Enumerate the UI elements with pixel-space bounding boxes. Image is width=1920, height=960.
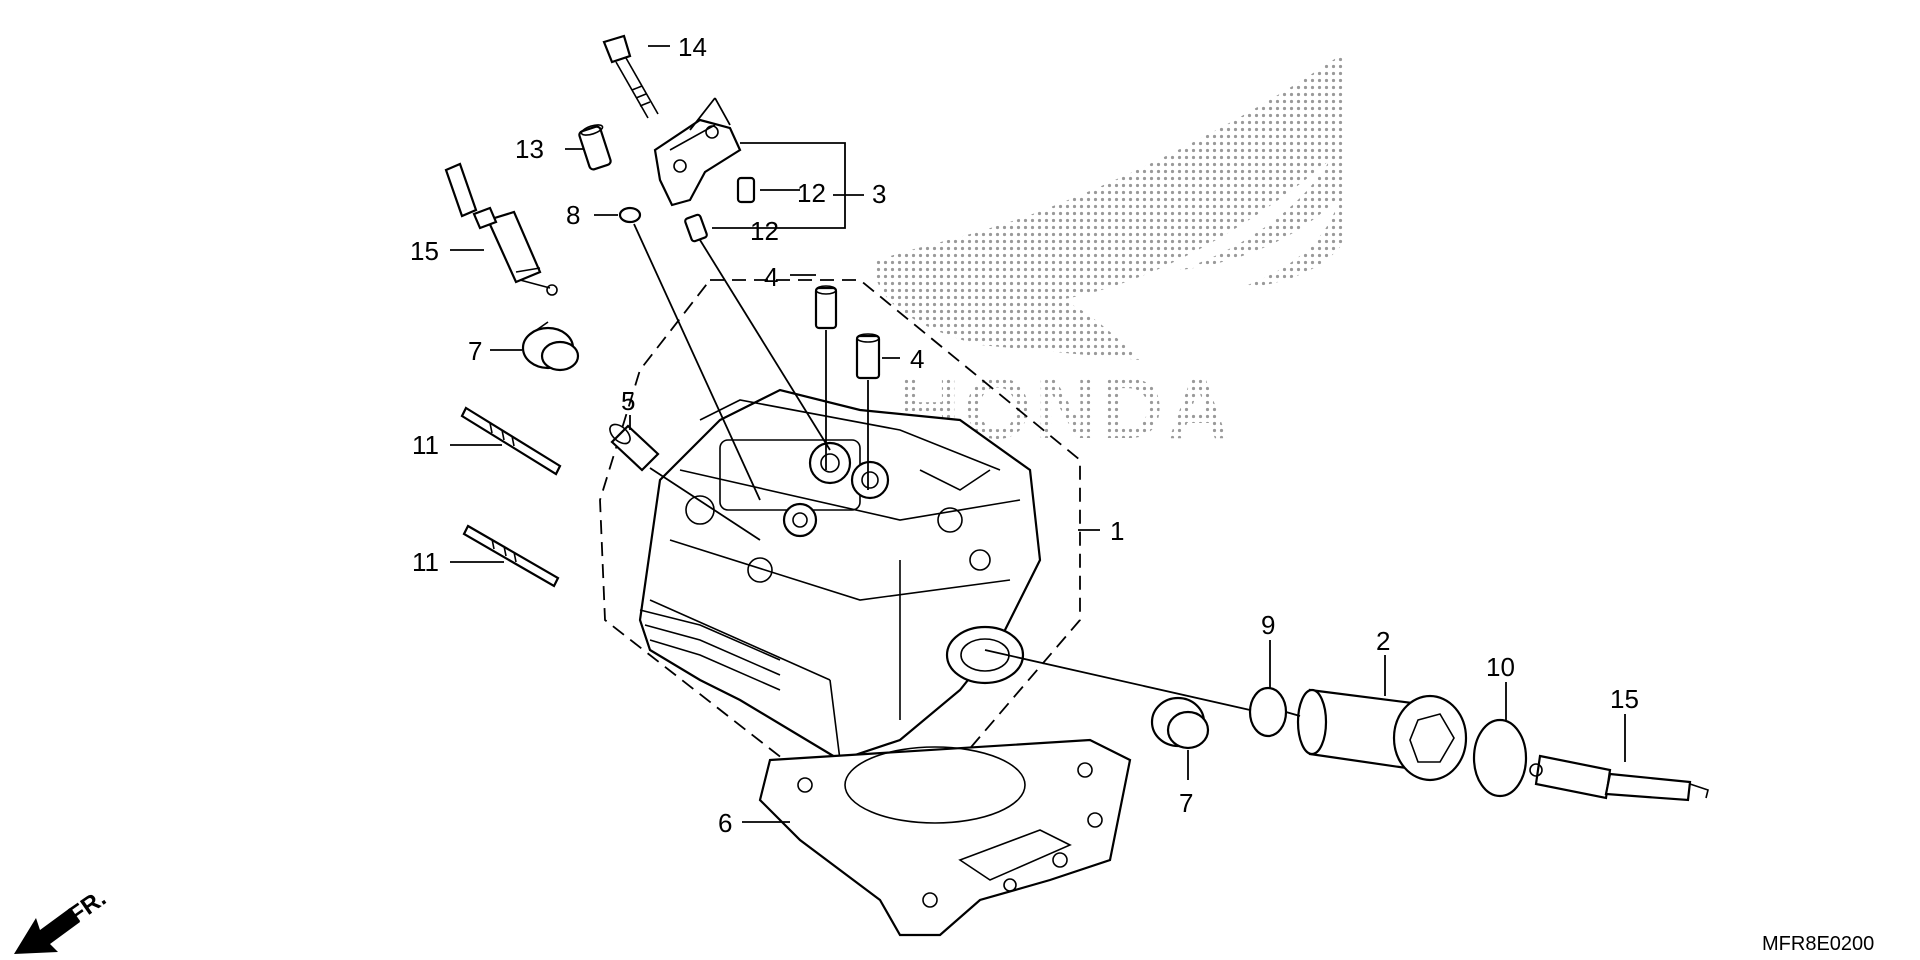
spark-plug-left (444, 162, 558, 296)
o-ring-8 (618, 206, 642, 224)
head-gasket (758, 738, 1132, 937)
dowel-12a (736, 176, 756, 204)
dowel-pin-5 (609, 423, 660, 472)
diagram-code: MFR8E0200 (1762, 933, 1874, 955)
callout-15-right: 15 (1610, 684, 1639, 714)
o-ring-9 (1248, 686, 1288, 738)
assembly-boundary (599, 279, 1081, 781)
leader-lines (450, 45, 1626, 823)
plug-7-lower (1150, 696, 1210, 750)
callout-13: 13 (515, 134, 544, 164)
callout-1: 1 (1110, 516, 1124, 546)
callout-12b: 12 (750, 216, 779, 246)
wing-logo (874, 52, 1345, 360)
callout-12a: 12 (797, 178, 826, 208)
cylinder-head (638, 388, 1042, 762)
cap-bolt-2 (1296, 688, 1468, 782)
stud-bolt-11a (460, 406, 562, 476)
clamp-holder-3 (653, 118, 742, 207)
callout-2: 2 (1376, 626, 1390, 656)
bolt-14 (602, 34, 659, 119)
callout-10: 10 (1486, 652, 1515, 682)
callout-labels: 14 13 12 3 8 12 15 4 4 7 5 11 1 11 9 2 1… (410, 32, 1639, 838)
collar-13 (578, 124, 612, 171)
dowel-pin-4b (855, 333, 881, 380)
callout-4a: 4 (764, 262, 778, 292)
o-ring-10 (1472, 718, 1528, 798)
dowel-12b (684, 213, 708, 243)
callout-3: 3 (872, 179, 886, 209)
callout-11b: 11 (412, 547, 439, 577)
brand-watermark: HONDA (874, 52, 1345, 457)
callout-7-lower: 7 (1179, 788, 1193, 818)
callout-11a: 11 (412, 430, 439, 460)
callout-6: 6 (718, 808, 732, 838)
callout-7-left: 7 (468, 336, 482, 366)
callout-5: 5 (621, 386, 635, 416)
dowel-pin-4a (814, 285, 838, 330)
front-arrow-icon (14, 908, 80, 954)
callout-9: 9 (1261, 610, 1275, 640)
spark-plug-right (1529, 754, 1709, 802)
callout-8: 8 (566, 200, 580, 230)
callout-14: 14 (678, 32, 707, 62)
front-direction-indicator: FR. (14, 885, 111, 954)
plug-7-left (521, 321, 580, 372)
callout-15-left: 15 (410, 236, 439, 266)
stud-bolt-11b (462, 524, 560, 588)
callout-4b: 4 (910, 344, 924, 374)
